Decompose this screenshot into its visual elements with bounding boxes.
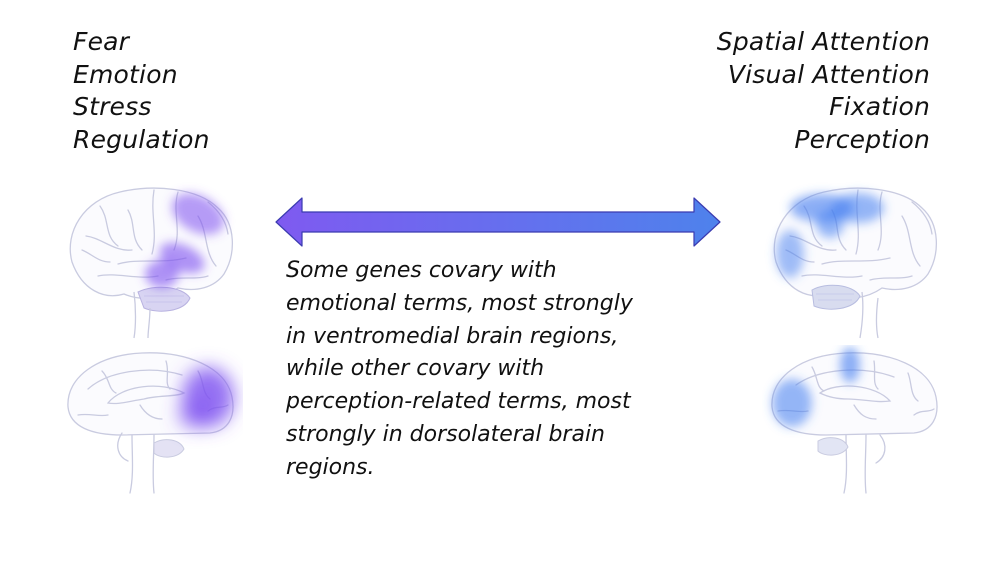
term-perception: Perception xyxy=(794,124,930,154)
description-line: regions. xyxy=(286,454,375,480)
right-lateral-brain-image xyxy=(773,187,938,339)
right-medial-brain-image xyxy=(771,347,938,494)
term-regulation: Regulation xyxy=(73,124,210,154)
double-headed-arrow xyxy=(275,197,721,247)
description-line: perception-related terms, most xyxy=(286,389,631,415)
emotion-terms-list: Fear Emotion Stress Regulation xyxy=(73,26,210,156)
description-text: Some genes covary with emotional terms, … xyxy=(286,255,756,485)
left-medial-brain-image xyxy=(67,352,234,494)
left-lateral-brain-image xyxy=(69,187,234,339)
description-line: strongly in dorsolateral brain xyxy=(286,421,605,447)
term-spatial-attention: Spatial Attention xyxy=(716,27,930,56)
term-fixation: Fixation xyxy=(829,92,930,121)
description-line: while other covary with xyxy=(286,356,545,382)
description-line: in ventromedial brain regions, xyxy=(286,323,619,349)
term-fear: Fear xyxy=(73,27,130,56)
description-line: Some genes covary with xyxy=(286,258,557,283)
term-emotion: Emotion xyxy=(73,59,178,89)
term-stress: Stress xyxy=(73,92,152,121)
term-visual-attention: Visual Attention xyxy=(727,59,930,89)
description-line: emotional terms, most strongly xyxy=(286,290,633,316)
perception-terms-list: Spatial Attention Visual Attention Fixat… xyxy=(717,26,930,156)
